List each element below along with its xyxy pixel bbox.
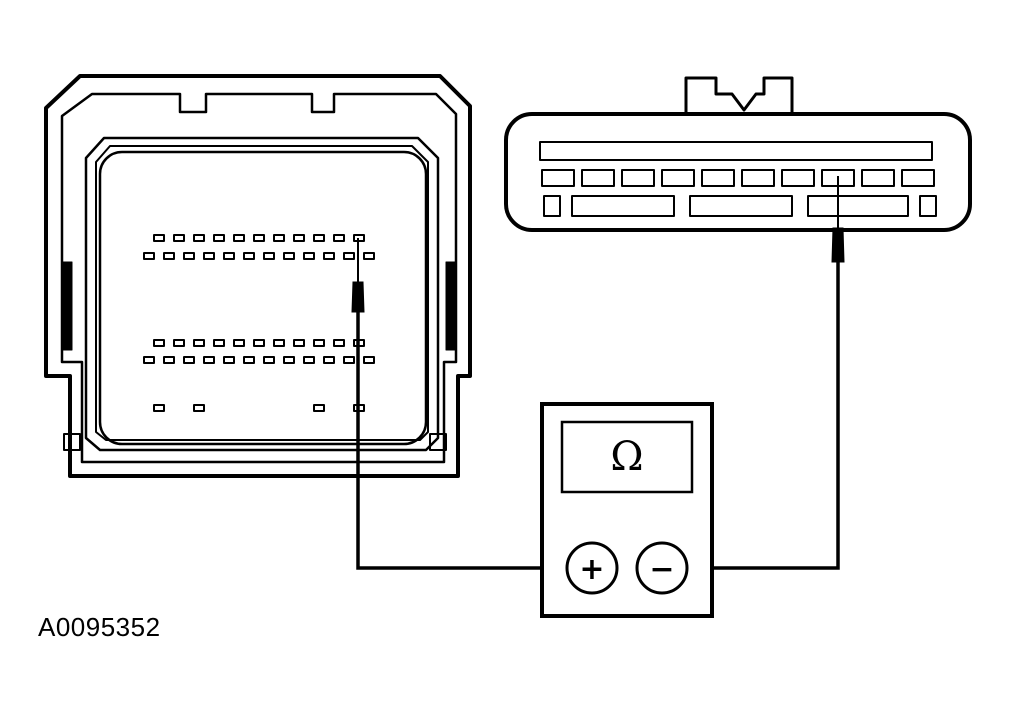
harness-slot <box>543 195 561 217</box>
positive-probe-body <box>351 281 365 313</box>
module-pin <box>273 339 285 347</box>
module-pin <box>243 252 255 260</box>
module-pin <box>223 252 235 260</box>
module-ear-left <box>63 433 81 451</box>
module-pin <box>203 252 215 260</box>
module-pin <box>233 339 245 347</box>
module-pin <box>253 234 265 242</box>
module-pin <box>343 252 355 260</box>
module-pin <box>293 234 305 242</box>
module-pin <box>153 234 165 242</box>
module-pin <box>313 339 325 347</box>
harness-slot <box>571 195 675 217</box>
module-pin <box>193 404 205 412</box>
module-cavity <box>98 150 428 446</box>
positive-lead-wire <box>356 306 568 570</box>
module-pin <box>243 356 255 364</box>
positive-jack <box>565 541 619 595</box>
harness-connector <box>504 76 972 232</box>
module-pin-grid <box>143 234 375 412</box>
harness-pin <box>861 169 895 187</box>
module-pin <box>333 234 345 242</box>
positive-jack-label: + <box>579 552 604 587</box>
module-pin <box>153 339 165 347</box>
harness-body <box>504 112 972 232</box>
module-pin <box>213 234 225 242</box>
harness-pin <box>661 169 695 187</box>
module-housing <box>84 136 440 452</box>
harness-slot <box>807 195 909 217</box>
module-pin <box>143 356 155 364</box>
harness-slot <box>689 195 793 217</box>
module-pin <box>313 234 325 242</box>
figure-id-label: A0095352 <box>38 612 161 642</box>
module-pin <box>273 234 285 242</box>
module-pin <box>323 356 335 364</box>
module-pin <box>293 339 305 347</box>
module-pin <box>323 252 335 260</box>
module-pin <box>263 356 275 364</box>
module-pin <box>193 234 205 242</box>
module-pin <box>333 339 345 347</box>
module-pin <box>283 252 295 260</box>
module-pin <box>143 252 155 260</box>
module-outer-shell <box>44 74 472 478</box>
harness-pin <box>781 169 815 187</box>
module-right-rail <box>445 261 457 351</box>
module-connector <box>44 74 472 478</box>
module-housing-inner <box>95 145 429 441</box>
module-pin <box>183 252 195 260</box>
ohmmeter-display <box>560 420 694 494</box>
module-pin <box>153 404 165 412</box>
module-pin <box>193 339 205 347</box>
module-pin <box>263 252 275 260</box>
module-pin <box>163 252 175 260</box>
harness-pin <box>901 169 935 187</box>
negative-jack <box>635 541 689 595</box>
module-pin <box>253 339 265 347</box>
harness-pin <box>621 169 655 187</box>
module-ear-right <box>429 433 447 451</box>
positive-probe <box>351 238 365 313</box>
module-left-rail <box>61 261 73 351</box>
module-pin <box>363 356 375 364</box>
module-pin <box>183 356 195 364</box>
module-pin <box>173 339 185 347</box>
module-pin <box>233 234 245 242</box>
negative-jack-label: − <box>649 552 674 587</box>
ohmmeter: Ω + − <box>540 402 714 618</box>
harness-pin <box>701 169 735 187</box>
module-pin <box>163 356 175 364</box>
module-inner-shell <box>60 92 458 464</box>
harness-lock-tab <box>684 76 794 114</box>
harness-pin <box>581 169 615 187</box>
harness-top-slot <box>539 141 933 161</box>
harness-pin-grid <box>541 169 937 217</box>
module-pin <box>313 404 325 412</box>
negative-probe <box>831 176 845 263</box>
negative-lead-wire <box>688 258 840 570</box>
harness-pin <box>741 169 775 187</box>
negative-probe-body <box>831 227 845 263</box>
module-pin <box>303 252 315 260</box>
module-pin <box>343 356 355 364</box>
module-pin <box>213 339 225 347</box>
harness-slot <box>919 195 937 217</box>
module-pin <box>173 234 185 242</box>
module-pin <box>283 356 295 364</box>
module-pin <box>223 356 235 364</box>
module-pin <box>363 252 375 260</box>
module-pin <box>203 356 215 364</box>
harness-pin <box>541 169 575 187</box>
module-pin <box>303 356 315 364</box>
ohmmeter-unit-symbol: Ω <box>610 434 643 480</box>
test-leads <box>356 258 840 570</box>
